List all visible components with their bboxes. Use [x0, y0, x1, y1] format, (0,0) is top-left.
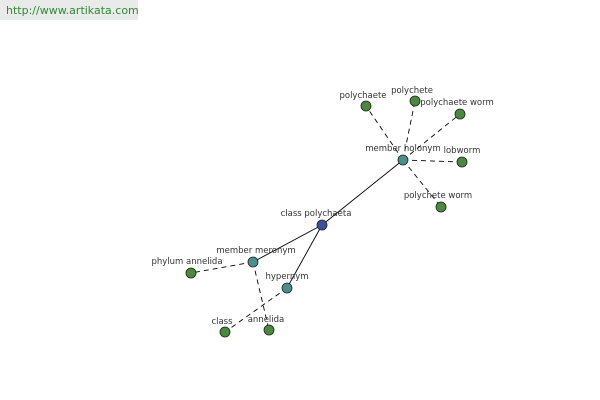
edge-holonym-polychaete	[365, 105, 404, 161]
url-bar: http://www.artikata.com	[0, 0, 139, 20]
edge-meronym-phylum-annelida	[190, 261, 254, 274]
edge-holonym-lobworm	[402, 159, 463, 163]
label-phylum-annelida: phylum annelida	[151, 257, 222, 267]
label-lobworm: lobworm	[444, 146, 481, 156]
node-class[interactable]	[219, 326, 231, 338]
edge-hypernym-class	[224, 287, 288, 333]
edge-holonym-polychaete-worm	[402, 113, 461, 161]
node-annelida[interactable]	[263, 324, 275, 336]
edge-center-meronym	[252, 224, 323, 263]
label-polychete: polychete	[391, 86, 433, 96]
node-polychaete[interactable]	[360, 100, 372, 112]
node-class-polychaeta[interactable]	[316, 219, 328, 231]
node-polychete[interactable]	[409, 95, 421, 107]
label-member-meronym: member meronym	[216, 246, 295, 256]
label-polychaete-worm: polychaete worm	[420, 98, 494, 108]
node-lobworm[interactable]	[456, 156, 468, 168]
label-class: class	[211, 317, 233, 327]
label-polychaete: polychaete	[339, 91, 386, 101]
label-polychete-worm: polychete worm	[404, 191, 472, 201]
node-phylum-annelida[interactable]	[185, 267, 197, 279]
edge-center-hypernym	[286, 224, 323, 289]
label-class-polychaeta: class polychaeta	[281, 209, 352, 219]
node-member-holonym[interactable]	[397, 154, 409, 166]
node-member-meronym[interactable]	[247, 256, 259, 268]
edge-holonym-polychete	[402, 100, 416, 161]
label-annelida: annelida	[248, 315, 285, 325]
node-polychete-worm[interactable]	[435, 201, 447, 213]
edge-holonym-polychete-worm	[402, 159, 442, 208]
edge-meronym-annelida	[252, 261, 270, 331]
edge-center-holonym	[321, 159, 404, 226]
site-url[interactable]: http://www.artikata.com	[6, 4, 139, 17]
node-hypernym[interactable]	[281, 282, 293, 294]
label-member-holonym: member holonym	[365, 144, 440, 154]
label-hypernym: hypernym	[265, 272, 308, 282]
node-polychaete-worm[interactable]	[454, 108, 466, 120]
